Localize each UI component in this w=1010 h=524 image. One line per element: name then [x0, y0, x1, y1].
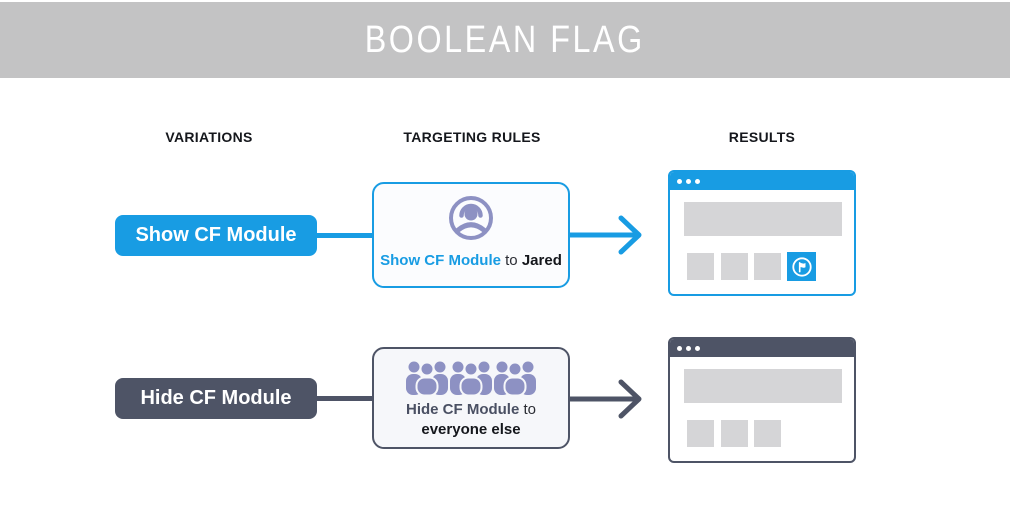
single-user-icon — [447, 194, 495, 242]
content-placeholder — [721, 253, 748, 280]
content-placeholder — [754, 253, 781, 280]
window-dot-icon — [695, 178, 700, 184]
content-placeholder — [687, 253, 714, 280]
cf-module-tile — [787, 252, 816, 281]
page-hero-placeholder — [684, 202, 842, 236]
variation-pill-hide: Hide CF Module — [115, 378, 317, 419]
content-placeholder — [687, 420, 714, 447]
connector-line-hide — [316, 396, 374, 401]
targeting-rule-card-hide: Hide CF Module to everyone else — [372, 347, 570, 449]
rule-flag-label: Hide CF Module — [405, 401, 520, 418]
window-dot-icon — [695, 345, 700, 351]
window-dot-icon — [686, 178, 691, 184]
arrow-hide — [570, 379, 642, 419]
flag-icon — [791, 256, 812, 277]
rule-flag-label: Show CF Module — [380, 252, 501, 269]
connector-line-show — [316, 233, 374, 238]
rule-connector-word: to — [505, 252, 518, 269]
rule-audience: everyone else — [421, 421, 521, 438]
targeting-rule-text-show: Show CF Module to Jared — [380, 251, 562, 271]
variation-pill-show-label: Show CF Module — [135, 224, 297, 246]
page-hero-placeholder — [684, 369, 842, 403]
window-dot-icon — [677, 178, 682, 184]
browser-titlebar — [670, 172, 854, 190]
column-header-variations: VARIATIONS — [165, 129, 253, 145]
variation-pill-show: Show CF Module — [115, 215, 317, 256]
result-browser-show — [668, 170, 856, 296]
rule-audience: Jared — [521, 252, 562, 269]
arrow-show — [570, 215, 642, 255]
window-dot-icon — [677, 345, 682, 351]
window-dot-icon — [686, 345, 691, 351]
column-header-targeting-rules: TARGETING RULES — [403, 129, 541, 145]
column-header-results: RESULTS — [728, 129, 796, 145]
targeting-rule-card-show: Show CF Module to Jared — [372, 182, 570, 288]
title-banner: BOOLEAN FLAG — [0, 2, 1010, 78]
targeting-rule-text-hide: Hide CF Module to everyone else — [406, 400, 536, 440]
content-placeholder — [721, 420, 748, 447]
crowd-icon — [405, 359, 537, 397]
variation-pill-hide-label: Hide CF Module — [140, 387, 292, 409]
page-title: BOOLEAN FLAG — [364, 18, 646, 61]
result-browser-hide — [668, 337, 856, 463]
rule-connector-word: to — [523, 401, 536, 418]
browser-titlebar — [670, 339, 854, 357]
content-placeholder — [754, 420, 781, 447]
